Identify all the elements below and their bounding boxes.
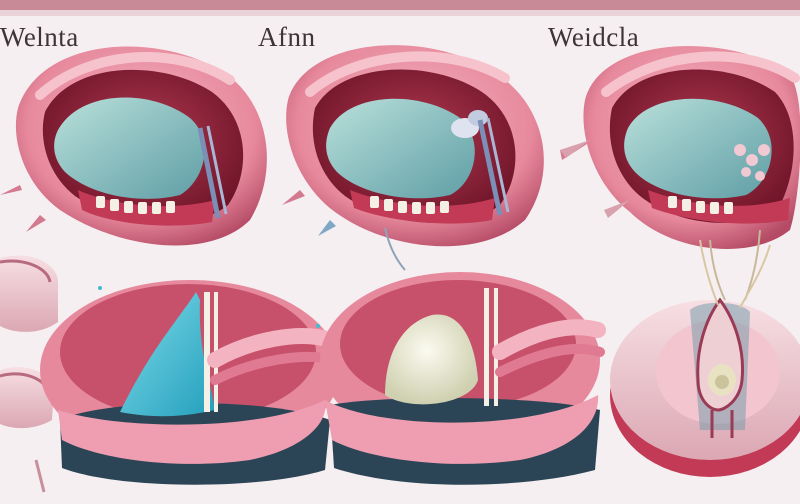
- accent-dot: [316, 324, 320, 328]
- disc-with-device: [610, 239, 800, 477]
- accent-dot: [98, 286, 102, 290]
- mouth-illustration-1: [0, 46, 267, 246]
- caption-panel-3: Weidcla: [548, 22, 640, 52]
- left-tissue-pieces: [0, 255, 58, 493]
- caption-panel-1: Welnta: [0, 22, 79, 52]
- mouth-illustration-2: [282, 45, 590, 271]
- caption-panel-2: Afnn: [258, 22, 316, 52]
- top-border: [0, 0, 800, 16]
- mouth-illustration-3: [560, 46, 800, 301]
- cross-section-blue: [40, 280, 340, 485]
- cross-section-cream: [320, 272, 606, 485]
